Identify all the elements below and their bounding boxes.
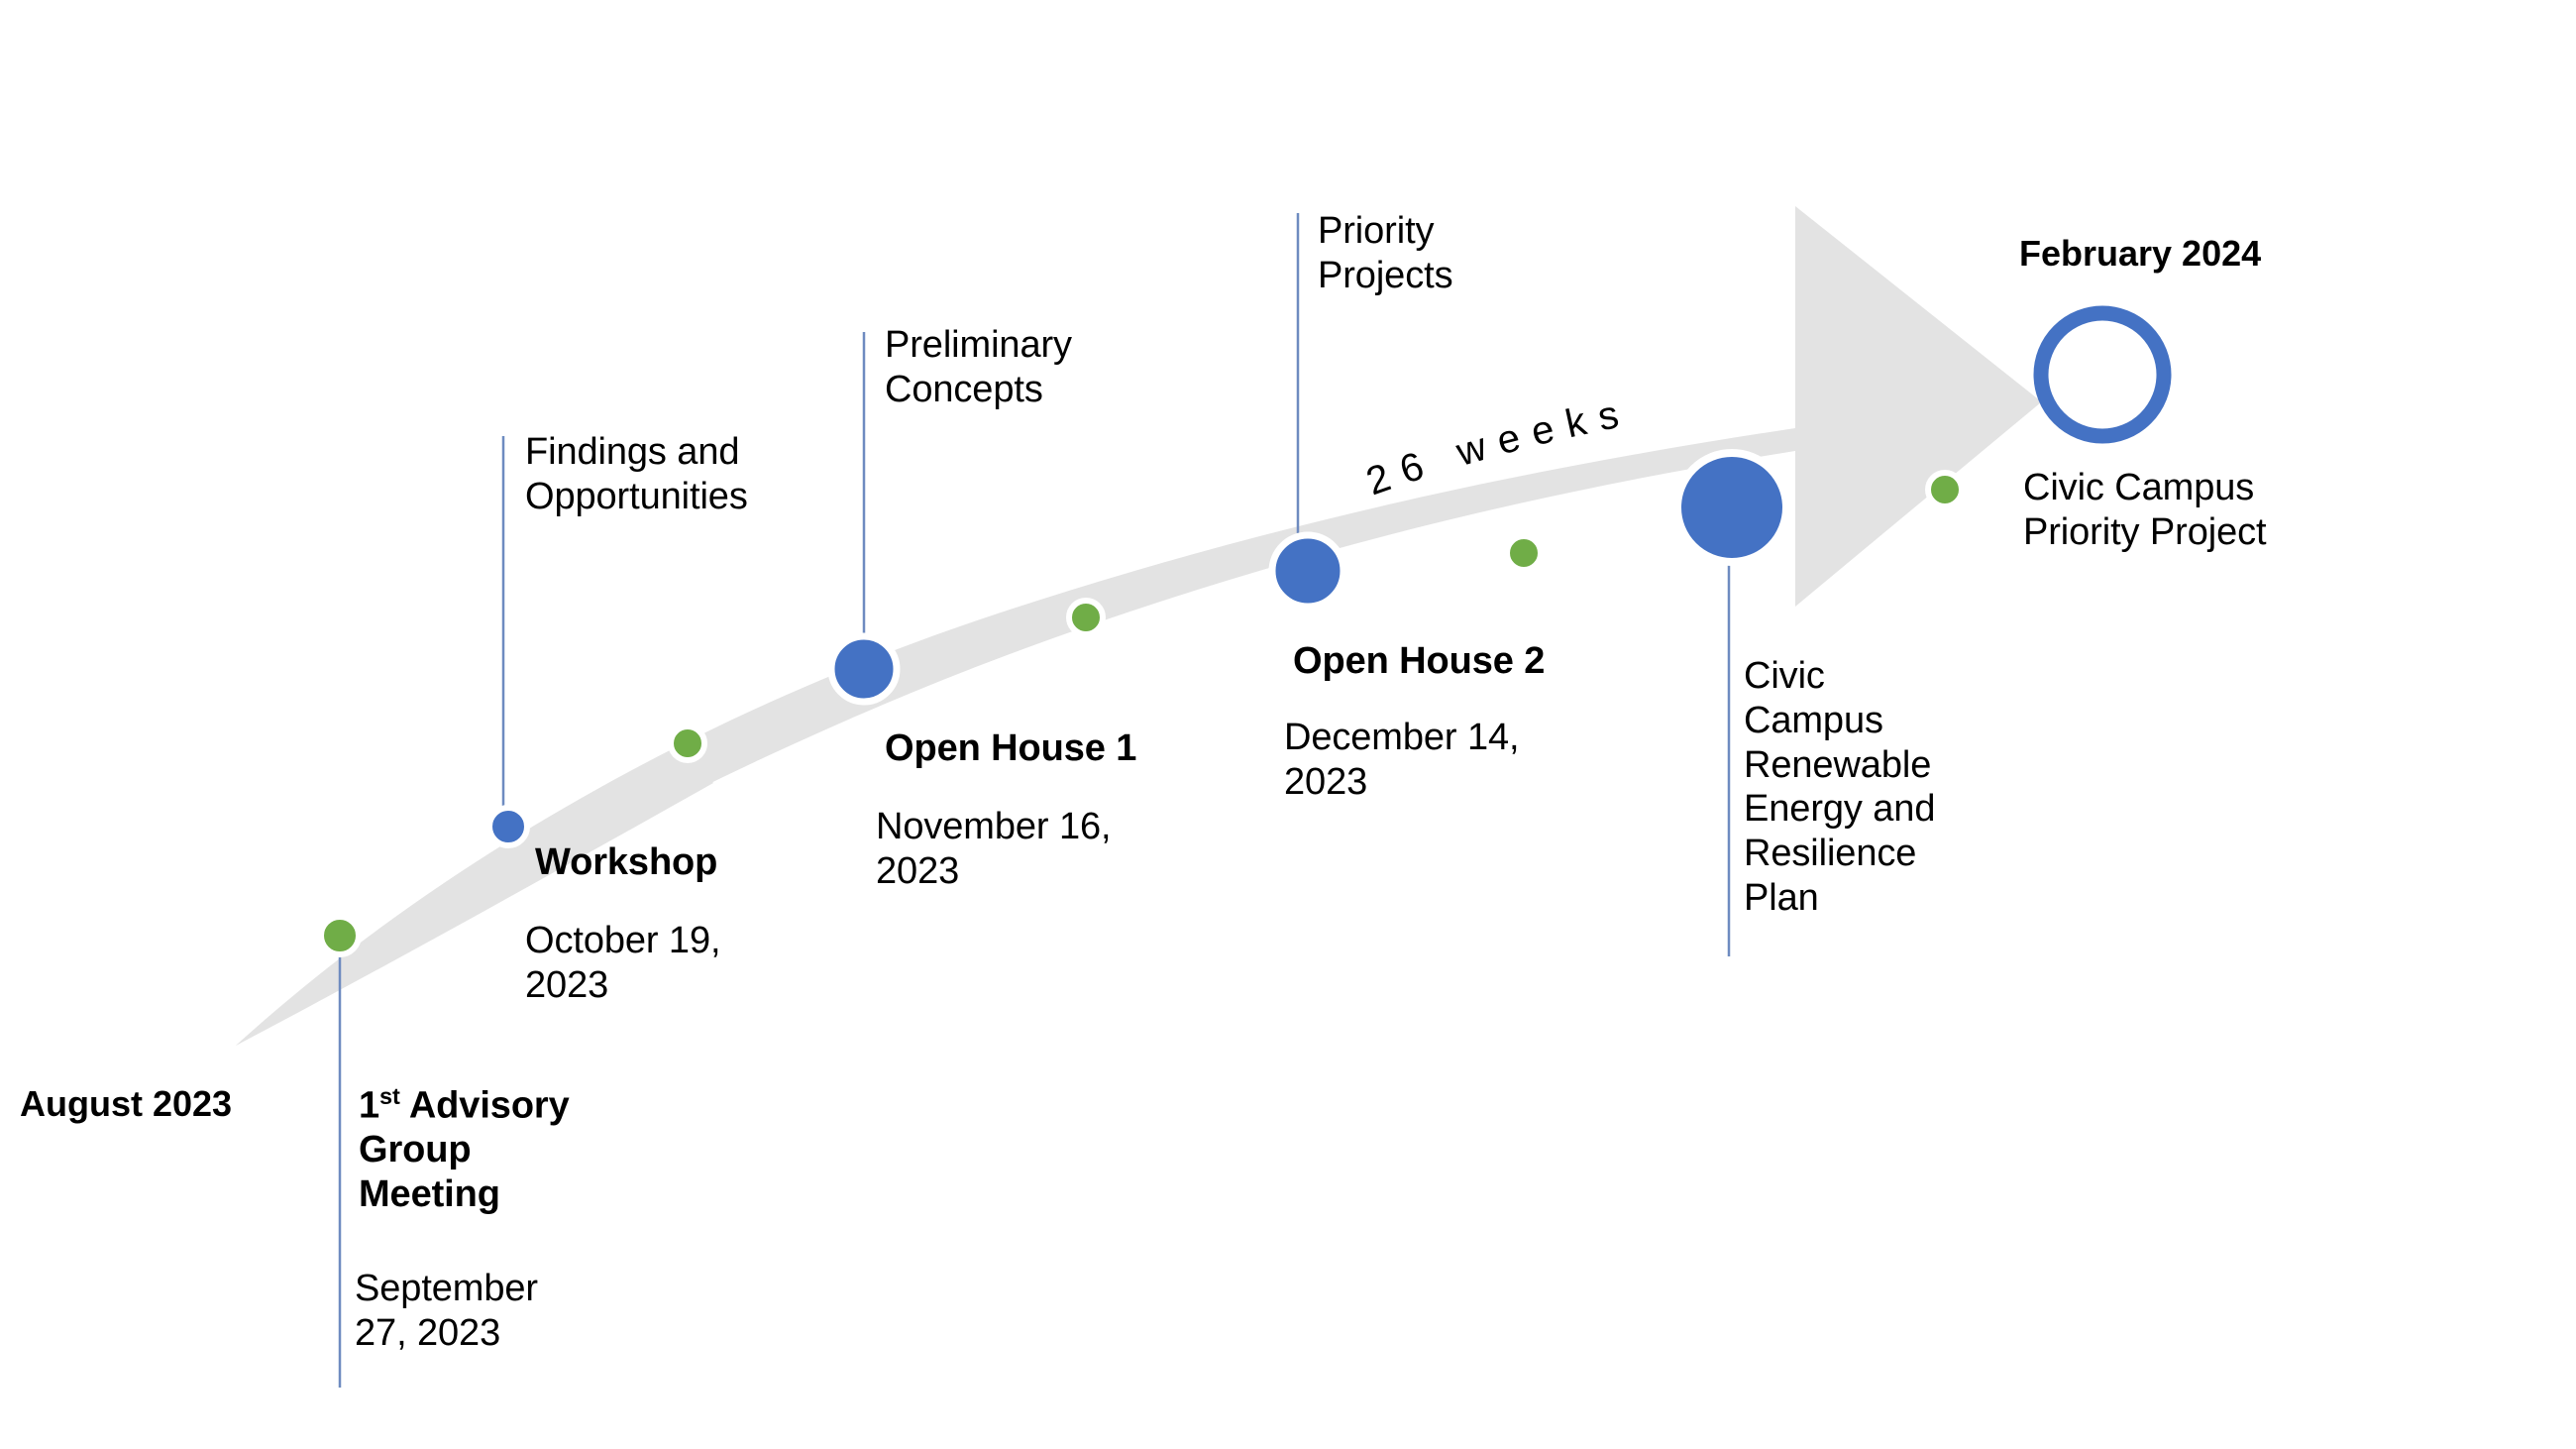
advisory-title-pre: 1 (359, 1084, 380, 1127)
label-findings-and-opportunities: Findings and Opportunities (525, 431, 748, 517)
marker-progress-dot-1 (668, 724, 707, 763)
marker-advisory-group-meeting[interactable] (318, 914, 362, 957)
marker-open-house-2[interactable] (1268, 531, 1347, 611)
label-advisory-group-meeting-date: September 27, 2023 (355, 1268, 538, 1354)
start-date-label: August 2023 (20, 1083, 233, 1124)
label-civic-campus-plan: Civic Campus Renewable Energy and Resili… (1744, 655, 1936, 920)
advisory-title-post: Advisory Group Meeting (359, 1084, 570, 1216)
label-open-house-1-title: Open House 1 (885, 727, 1137, 769)
marker-progress-dot-4 (1925, 470, 1965, 509)
label-advisory-group-meeting-title: 1st Advisory Group Meeting (359, 1083, 646, 1217)
marker-workshop[interactable] (486, 805, 530, 848)
marker-civic-campus-priority-project[interactable] (2033, 305, 2172, 444)
end-date-label: February 2024 (2019, 233, 2262, 274)
marker-progress-dot-2 (1066, 598, 1106, 637)
marker-open-house-1[interactable] (827, 632, 901, 706)
label-priority-projects: Priority Projects (1318, 210, 1453, 296)
marker-progress-dot-3 (1504, 533, 1544, 573)
marker-civic-campus-plan[interactable] (1673, 449, 1790, 566)
label-open-house-2-title: Open House 2 (1293, 640, 1546, 682)
label-preliminary-concepts: Preliminary Concepts (885, 324, 1072, 410)
label-workshop-date: October 19, 2023 (525, 920, 721, 1006)
label-civic-campus-priority-project: Civic Campus Priority Project (2023, 467, 2267, 553)
label-open-house-2-date: December 14, 2023 (1284, 717, 1520, 803)
label-workshop-title: Workshop (535, 841, 718, 883)
label-open-house-1-date: November 16, 2023 (876, 806, 1112, 892)
timeline-arrow-band (236, 206, 2041, 1046)
advisory-title-superscript: st (379, 1083, 400, 1109)
timeline-band-tail (236, 745, 713, 1046)
